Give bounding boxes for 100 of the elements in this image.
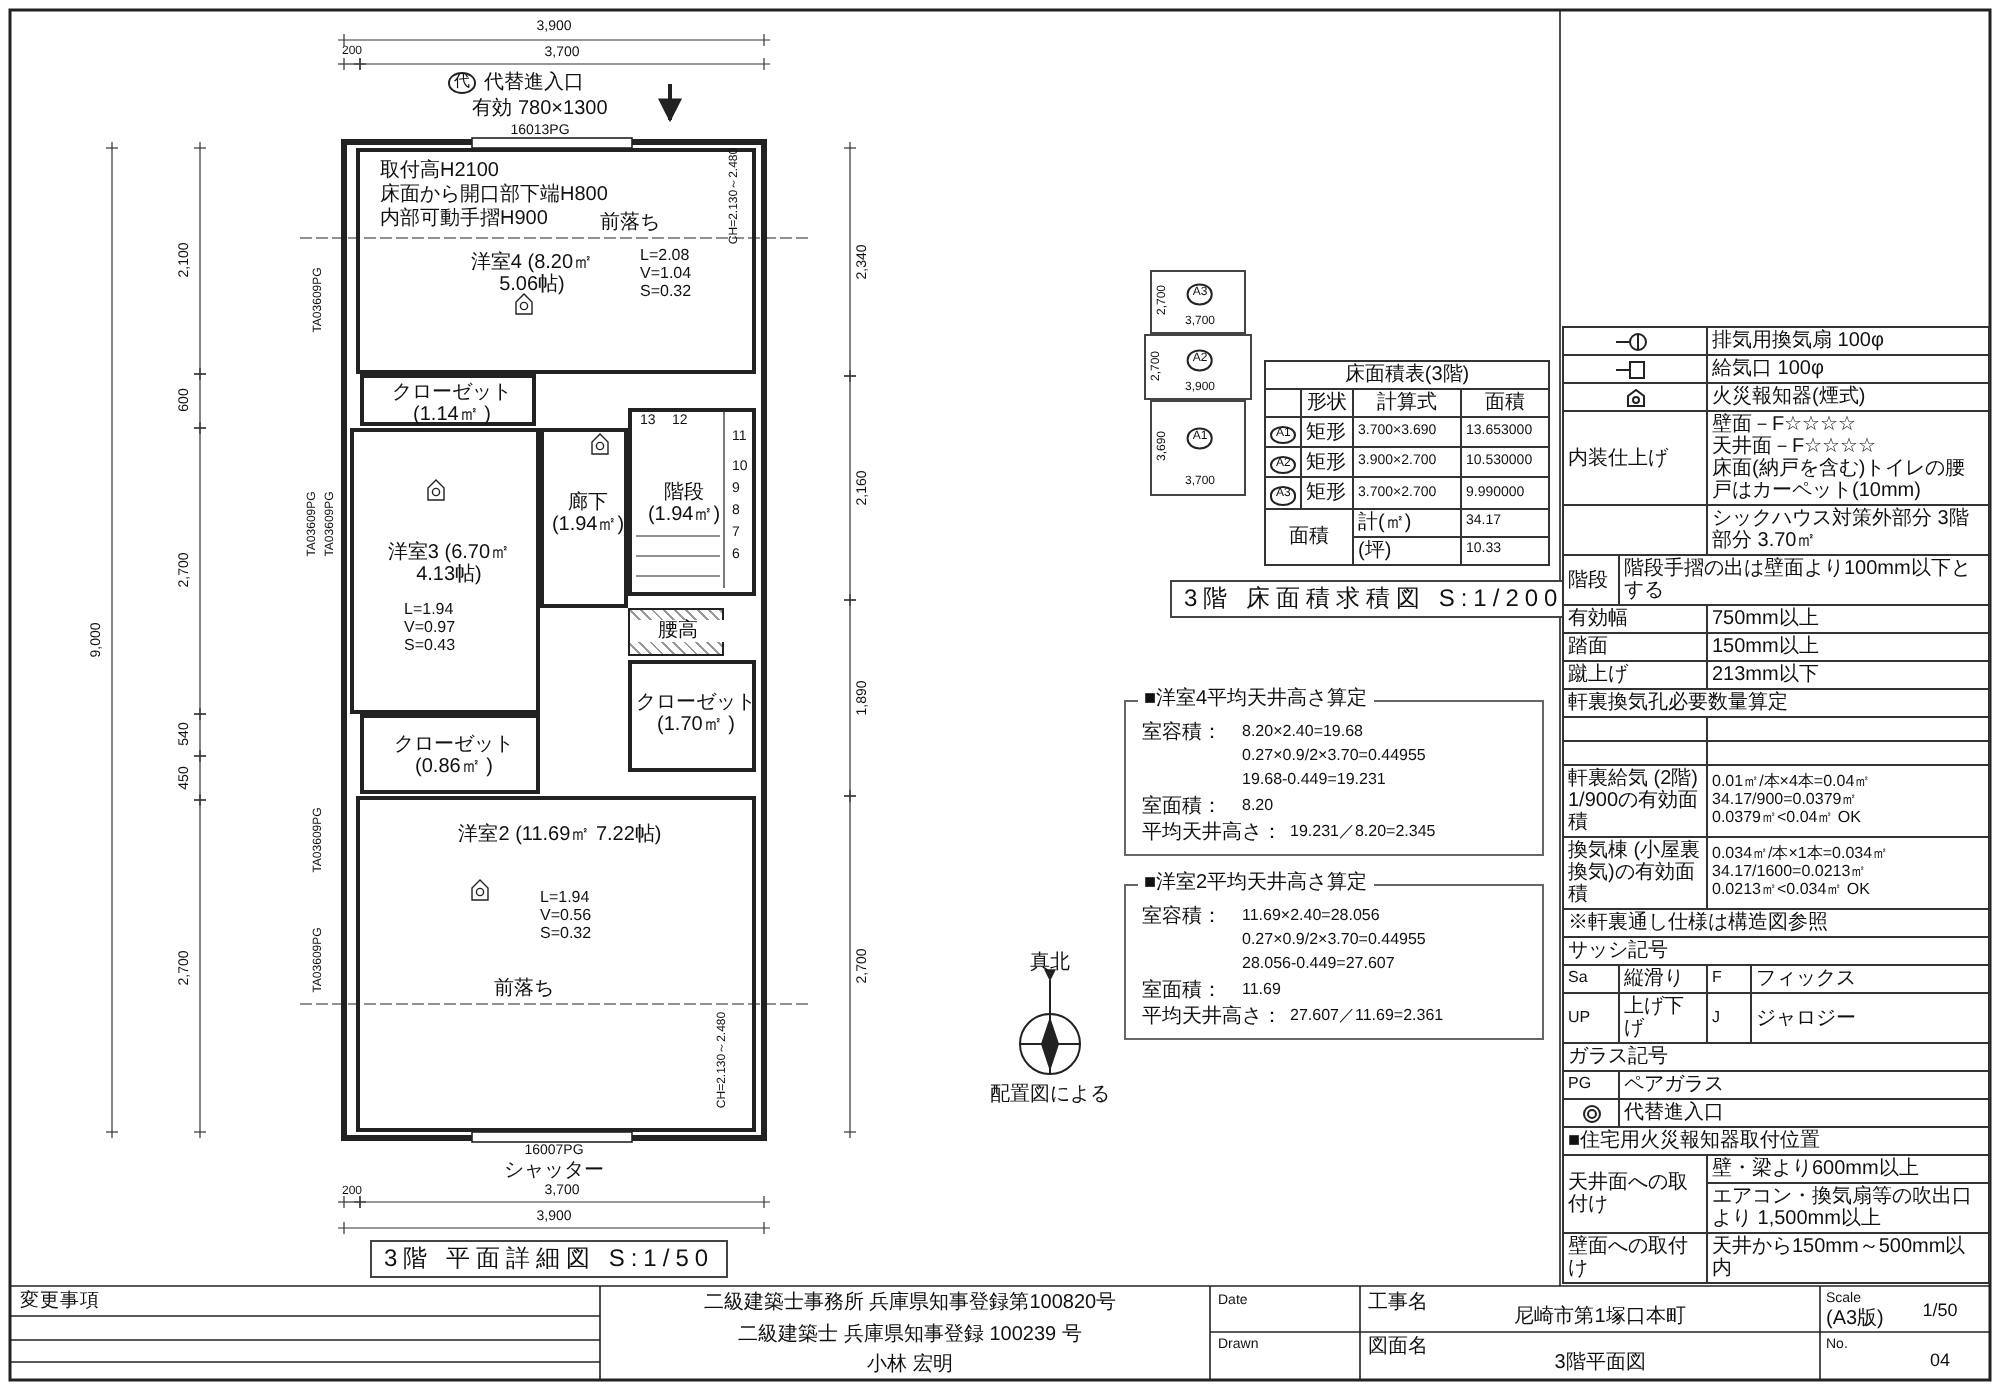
table-text: 給気口 100φ (1707, 355, 1990, 383)
calculation-text: 室面積： (1142, 980, 1222, 1002)
room-label: 洋室2 (11.69㎡ 7.22帖) (456, 824, 664, 846)
annotation-text: 内部可動手摺H900 (380, 208, 548, 230)
index-values: L=1.94 V=0.97 S=0.43 (404, 602, 458, 655)
room-outline (356, 148, 756, 374)
column-header: 計算式 (1353, 389, 1461, 417)
room-outline (356, 796, 756, 1132)
index-values: L=2.08 V=1.04 S=0.32 (640, 248, 694, 301)
table-text: 内装仕上げ (1563, 411, 1707, 505)
table-text: F (1707, 965, 1751, 993)
section-heading: ガラス記号 (1563, 1043, 1990, 1071)
field-label: (A3版) (1826, 1308, 1884, 1330)
room-outline (360, 714, 540, 794)
annotation-text: 床面から開口部下端H800 (380, 184, 608, 206)
table-text: 0.034㎡/本×1本=0.034㎡ (1712, 846, 1889, 864)
calculation-text: 室容積： (1142, 906, 1222, 928)
table-text: 計(㎡) (1353, 508, 1461, 537)
table-title: 床面積表(3階) (1265, 361, 1550, 389)
annotation-text: シャッター (504, 1160, 604, 1182)
room-label: クローゼット (0.86㎡ ) (392, 734, 516, 778)
calculation-heading: ■洋室4平均天井高さ算定 (1138, 688, 1374, 710)
field-label: 工事名 (1368, 1292, 1428, 1314)
sheet-number: 04 (1930, 1352, 1950, 1372)
calculation-text: 11.69×2.40=28.056 (1242, 908, 1380, 926)
index-values: L=1.94 V=0.56 S=0.32 (540, 890, 594, 943)
table-text: フィックス (1751, 965, 1990, 993)
annotation-text: 配置図による (990, 1084, 1110, 1106)
room-outline (360, 374, 536, 426)
calculation-text: 室面積： (1142, 796, 1222, 818)
table-text: 火災報知器(煙式) (1707, 383, 1990, 411)
room-label: 階段 (1.94㎡) (645, 482, 723, 526)
drawing-name: 3階平面図 (1554, 1352, 1646, 1374)
annotation-text: 前落ち (494, 978, 554, 1000)
room-label: 腰高 (630, 620, 726, 642)
table-text: J (1707, 993, 1751, 1043)
table-text: ペアガラス (1619, 1071, 1990, 1099)
column-header: 形状 (1301, 389, 1353, 417)
table-text: 換気棟 (小屋裏換気)の有効面積 (1563, 837, 1707, 909)
annotation-text: 有効 780×1300 (472, 98, 608, 120)
table-text: 34.17/1600=0.0213㎡ (1712, 864, 1867, 882)
table-text: 213mm以下 (1707, 661, 1990, 689)
room-label: 洋室3 (6.70㎡ 4.13帖) (385, 542, 513, 586)
table-text: 矩形 (1301, 447, 1353, 478)
column-header: 面積 (1461, 389, 1550, 417)
table-text: 150mm以上 (1707, 633, 1990, 661)
table-text: 矩形 (1301, 417, 1353, 448)
calculation-text: 19.231／8.20=2.345 (1290, 824, 1436, 842)
architect-name: 小林 宏明 (867, 1354, 953, 1376)
calculation-text: 8.20×2.40=19.68 (1242, 724, 1364, 742)
table-text: 壁・梁より600mm以上 (1707, 1155, 1990, 1183)
calculation-text: 0.27×0.9/2×3.70=0.44955 (1242, 748, 1426, 766)
table-text: 0.0379㎡<0.04㎡ OK (1712, 809, 1861, 828)
table-text: 天井から150mm～500mm以内 (1707, 1233, 1990, 1283)
calculation-text: 0.27×0.9/2×3.70=0.44955 (1242, 932, 1426, 950)
table-text: 750mm以上 (1707, 605, 1990, 633)
table-text: 排気用換気扇 100φ (1707, 327, 1990, 355)
section-heading: 軒裏換気孔必要数量算定 (1563, 689, 1990, 717)
registration-text: 二級建築士事務所 兵庫県知事登録第100820号 (703, 1292, 1117, 1314)
note-text: ※軒裏通し仕様は構造図参照 (1563, 909, 1990, 937)
table-text: (坪) (1353, 536, 1461, 565)
table-text: 踏面 (1563, 633, 1707, 661)
scale-value: 1/50 (1922, 1302, 1958, 1322)
calculation-heading: ■洋室2平均天井高さ算定 (1138, 872, 1374, 894)
table-text: 0.01㎡/本×4本=0.04㎡ (1712, 774, 1871, 792)
section-heading: サッシ記号 (1563, 937, 1990, 965)
calculation-text: 11.69 (1242, 982, 1281, 1000)
table-text: UP (1563, 993, 1619, 1043)
table-text: 面積 (1265, 508, 1353, 565)
section-heading: ■住宅用火災報知器取付位置 (1563, 1127, 1990, 1155)
area-rectangle (1150, 270, 1246, 334)
room-outline (628, 660, 756, 772)
area-rectangle (1150, 400, 1246, 496)
hatched-area (628, 608, 724, 656)
calculation-text: 19.68-0.449=19.231 (1242, 772, 1386, 790)
annotation-text: 前落ち (600, 212, 660, 234)
room-label: 廊下 (1.94㎡) (549, 492, 627, 536)
annotation-text: 代替進入口 (484, 72, 584, 94)
room-label: クローゼット (1.70㎡ ) (634, 692, 758, 736)
calculation-text: 室容積： (1142, 722, 1222, 744)
table-text: 上げ下げ (1619, 993, 1707, 1043)
room-outline (628, 408, 756, 596)
table-text: 壁面への取付け (1563, 1233, 1707, 1283)
circled-symbol: 代 (448, 72, 476, 94)
table-text: 階段手摺の出は壁面より100mm以下とする (1619, 555, 1990, 605)
project-name: 尼崎市第1塚口本町 (1514, 1306, 1686, 1328)
calculation-text: 27.607／11.69=2.361 (1290, 1008, 1444, 1026)
calculation-text: 8.20 (1242, 798, 1274, 816)
field-label: 変更事項 (20, 1292, 100, 1313)
room-label: クローゼット (1.14㎡ ) (390, 382, 514, 426)
annotation-text: 真北 (1030, 952, 1070, 974)
room-outline (350, 428, 540, 714)
table-text: 有効幅 (1563, 605, 1707, 633)
table-text: シックハウス対策外部分 3階部分 3.70㎡ (1707, 505, 1990, 555)
table-text: 天井面－F☆☆☆☆ (1712, 436, 1877, 458)
annotation-text: 取付高H2100 (380, 160, 499, 182)
table-text: 代替進入口 (1619, 1099, 1990, 1127)
room-label: 洋室4 (8.20㎡ 5.06帖) (468, 252, 596, 296)
registration-text: 二級建築士 兵庫県知事登録 100239 号 (738, 1324, 1082, 1346)
field-label: 図面名 (1368, 1336, 1428, 1358)
